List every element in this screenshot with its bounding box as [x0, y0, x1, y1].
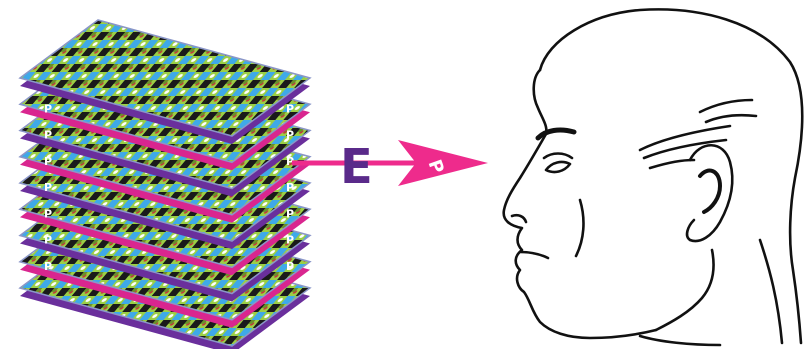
layer-marker-label: P	[44, 181, 52, 194]
face-profile	[504, 134, 656, 338]
layer-marker-label: P	[286, 260, 294, 273]
neck-line	[640, 336, 720, 345]
hair-outline	[540, 9, 802, 343]
hair-strand-5	[650, 160, 694, 168]
neck-back	[760, 240, 782, 343]
layer-marker-label: P	[44, 260, 52, 273]
eyebrow	[538, 130, 574, 138]
cheek-line	[576, 200, 583, 256]
layer-marker-label: P	[44, 234, 52, 247]
field-arrow: E P	[292, 139, 488, 195]
eye-lid	[544, 154, 572, 159]
jaw-line	[656, 250, 714, 330]
nostril	[512, 215, 526, 222]
forehead-line	[534, 70, 547, 134]
eye	[546, 162, 570, 172]
layer-marker-label: P	[44, 129, 52, 142]
layer-marker-label: P	[286, 234, 294, 247]
layer-marker-label: P	[286, 207, 294, 220]
mouth	[520, 252, 548, 258]
layer-marker-label: P	[44, 207, 52, 220]
hair-strand-4	[706, 115, 756, 122]
layer-marker-label: P	[44, 102, 52, 115]
layer-marker-label: P	[44, 155, 52, 168]
hair-strand-3	[700, 100, 752, 112]
layer-marker-label: P	[286, 181, 294, 194]
head-profile-drawing	[504, 9, 803, 345]
layer-marker-label: P	[286, 129, 294, 142]
layer-marker-label: P	[286, 102, 294, 115]
ear-inner	[700, 171, 720, 212]
field-label: E	[340, 139, 373, 195]
